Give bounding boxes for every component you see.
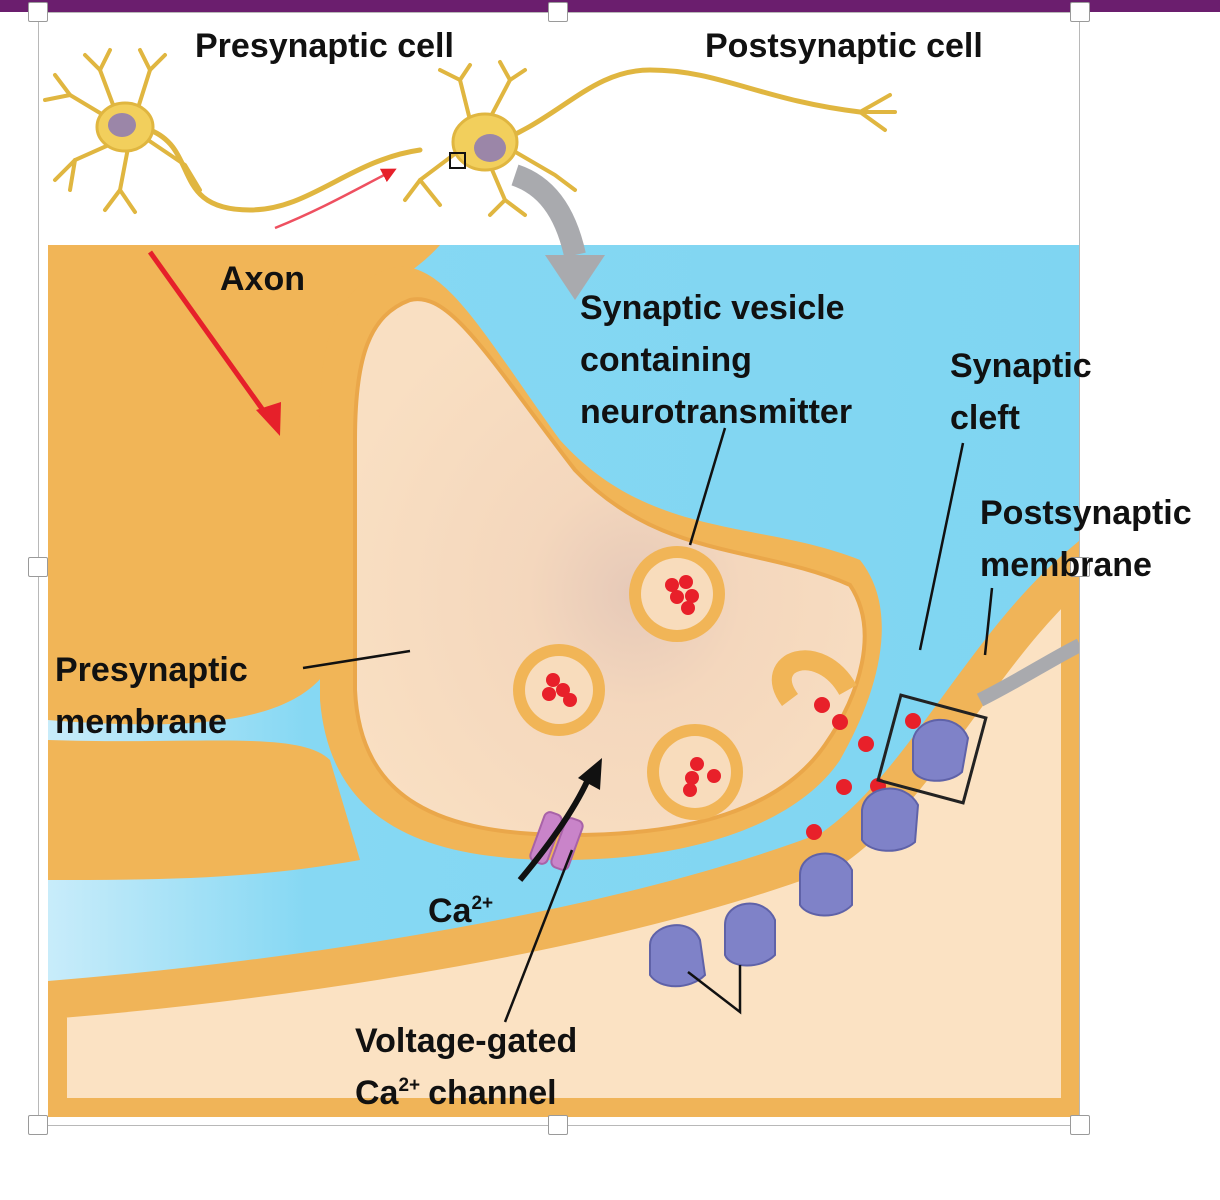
postsynaptic-cell-label: Postsynaptic cell [705, 27, 983, 65]
neurotransmitter-molecules [806, 713, 921, 840]
terminal-interior [353, 297, 867, 838]
receptor-highlight-box [876, 693, 988, 805]
ca-channel-protein [529, 811, 584, 871]
synaptic-cleft-label: Synaptic cleft [950, 347, 1092, 437]
voltage-gated-channel-label: Voltage-gated Ca2+channel [355, 1022, 578, 1112]
resize-handle-bottom[interactable] [548, 1115, 568, 1135]
title-bar [0, 0, 1220, 12]
leader-lines [302, 427, 994, 1023]
presynaptic-neuron-icon [43, 48, 897, 217]
postsynaptic-nucleus [474, 134, 506, 162]
synaptic-vesicle-label: Synaptic vesicle containing neurotransmi… [580, 289, 853, 431]
ca-influx-arrowhead [578, 758, 602, 790]
presynaptic-cell-label: Presynaptic cell [195, 27, 454, 65]
signal-arrow-axon [147, 250, 273, 422]
presynaptic-nucleus [108, 113, 136, 137]
synaptic-vesicle [513, 644, 605, 736]
signal-arrow-top [274, 168, 397, 230]
axon-label: Axon [220, 260, 305, 298]
synaptic-vesicle [647, 724, 743, 820]
resize-handle-bottom-left[interactable] [28, 1115, 48, 1135]
ca-influx-arrow [517, 773, 593, 882]
resize-handle-left[interactable] [28, 557, 48, 577]
presynaptic-membrane-label: Presynaptic membrane [55, 651, 248, 741]
postsynaptic-membrane-label: Postsynaptic membrane [980, 494, 1192, 584]
receptor-protein [649, 718, 970, 988]
resize-handle-top-right[interactable] [1070, 2, 1090, 22]
zoom-box-small [449, 152, 466, 169]
resize-handle-top[interactable] [548, 2, 568, 22]
resize-handle-top-left[interactable] [28, 2, 48, 22]
fusing-vesicle [771, 650, 857, 730]
resize-handle-bottom-right[interactable] [1070, 1115, 1090, 1135]
signal-arrowhead-axon [256, 402, 281, 436]
synapse-panel [48, 245, 1080, 1117]
axon-branch [48, 740, 360, 880]
resize-handle-right[interactable] [1070, 557, 1090, 577]
postsynaptic-cell [48, 540, 1080, 1117]
zoom-callout-arrowhead [545, 255, 605, 300]
ca-ion-label: Ca2+ [428, 892, 494, 930]
zoom-callout-arrow [511, 164, 586, 258]
synaptic-vesicle [629, 546, 725, 642]
callout-tail [976, 638, 1080, 707]
